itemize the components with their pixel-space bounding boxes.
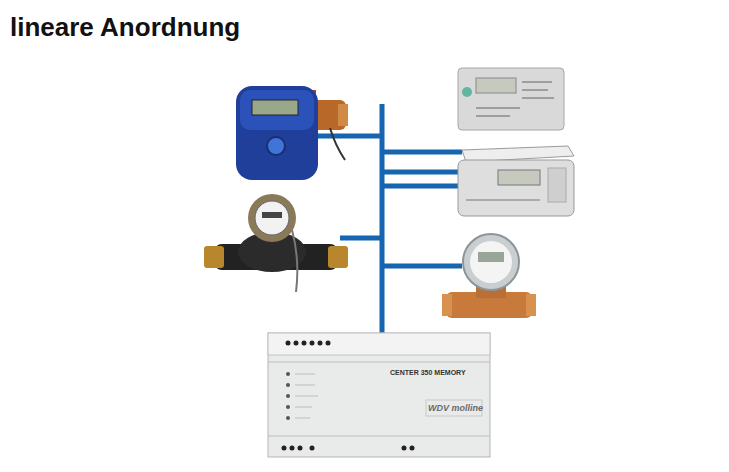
heat-meter <box>236 86 348 180</box>
water-meter <box>204 194 348 292</box>
heat-meter-box <box>458 146 574 216</box>
water-meter-small <box>442 234 536 318</box>
bus-wire <box>318 104 462 334</box>
control-unit: CENTER 350 MEMORY WDV molline <box>268 333 490 457</box>
device-label: CENTER 350 MEMORY <box>390 369 466 376</box>
center-housing <box>268 333 490 457</box>
heat-meter-flat <box>458 68 564 130</box>
brand-logo: WDV molline <box>428 403 483 413</box>
diagram-title: lineare Anordnung <box>10 12 240 43</box>
